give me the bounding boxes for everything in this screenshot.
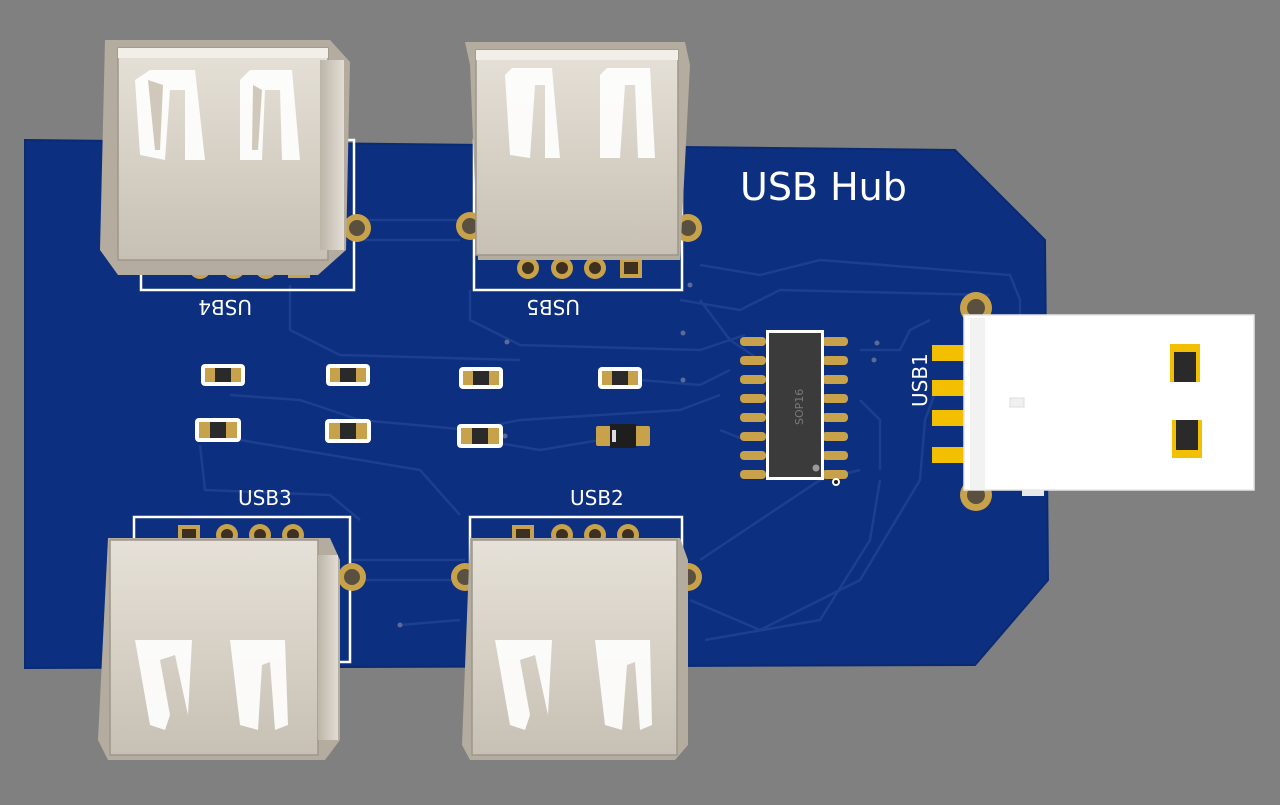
- sop16-ic: SOP16: [740, 330, 848, 486]
- usb5-label: USB5: [526, 295, 580, 319]
- passive-c3: [457, 424, 503, 448]
- usb3-label: USB3: [238, 486, 292, 510]
- passive-components: [195, 364, 650, 448]
- passive-c1: [195, 418, 241, 442]
- sop16-right-pins: [822, 337, 848, 479]
- passive-c2: [325, 419, 371, 443]
- passive-r1: [201, 364, 245, 386]
- usb2-connector: [451, 515, 702, 760]
- usb5-pins: [517, 257, 642, 279]
- usb1-contact-pads: [932, 345, 972, 463]
- usb1-plug: [932, 292, 1255, 511]
- usb3-connector: [98, 515, 366, 760]
- passive-r2: [326, 364, 370, 386]
- usb2-label: USB2: [570, 486, 624, 510]
- passive-r4: [598, 367, 642, 389]
- passive-r3: [459, 367, 503, 389]
- passive-diode: [596, 424, 650, 448]
- board-title: USB Hub: [740, 165, 907, 209]
- usb4-connector: [100, 40, 371, 292]
- pcb-vias: [397, 282, 880, 628]
- sop16-left-pins: [740, 337, 766, 479]
- usb5-connector: [456, 42, 702, 292]
- usb1-label: USB1: [908, 353, 932, 407]
- sop16-label: SOP16: [793, 389, 806, 425]
- usb4-label: USB4: [198, 295, 252, 319]
